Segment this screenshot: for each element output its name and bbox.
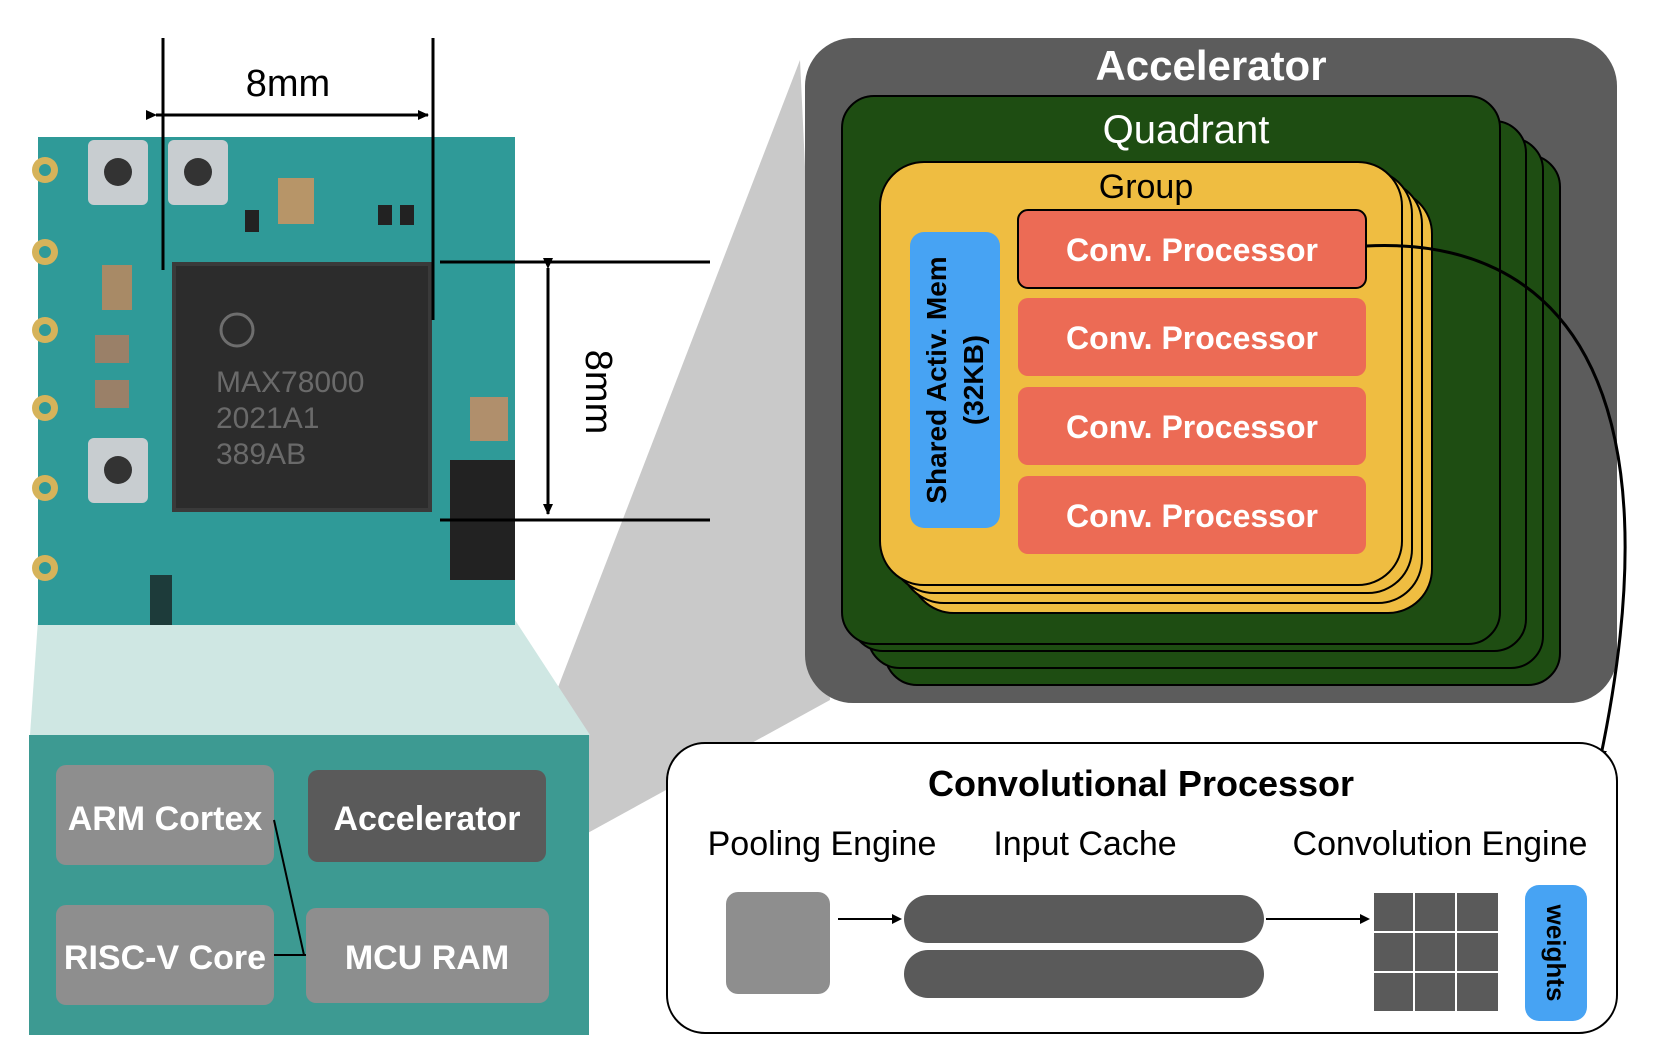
pooling-engine-block <box>726 892 830 994</box>
conv-processor-label-1: Conv. Processor <box>1066 232 1318 268</box>
conv-processor-label-4: Conv. Processor <box>1066 498 1318 534</box>
group-label: Group <box>1099 168 1194 206</box>
input-cache-row-1 <box>904 895 1264 943</box>
shared-mem-block <box>910 232 1000 528</box>
mcu-block: ARM Cortex Accelerator RISC-V Core MCU R… <box>29 735 589 1035</box>
input-cache-label: Input Cache <box>993 825 1176 863</box>
quadrant-label: Quadrant <box>1103 108 1270 152</box>
conv-processor-3 <box>1018 387 1366 465</box>
chip-marking-3: 389AB <box>216 438 306 471</box>
convolution-grid <box>1374 893 1498 1011</box>
zoom-wedge-chip <box>30 620 590 735</box>
weights-block <box>1525 885 1587 1021</box>
shared-mem-label: Shared Activ. Mem <box>921 256 952 503</box>
chip-marking-2: 2021A1 <box>216 402 319 435</box>
conv-processor-label-3: Conv. Processor <box>1066 409 1318 445</box>
zoom-wedge-accelerator <box>530 60 830 840</box>
accelerator-title: Accelerator <box>1095 42 1326 89</box>
width-dimension: 8mm <box>146 38 435 320</box>
pooling-engine-label: Pooling Engine <box>708 825 937 863</box>
mcu-accelerator-label: Accelerator <box>333 800 520 838</box>
detail-connector <box>1365 244 1627 761</box>
height-label: 8mm <box>577 350 619 434</box>
chip-photo: MAX78000 2021A1 389AB <box>32 137 515 625</box>
chip-marking-1: MAX78000 <box>216 366 364 399</box>
conv-processor-2 <box>1018 298 1366 376</box>
shared-mem-size: (32KB) <box>958 335 989 425</box>
weights-label: weights <box>1541 904 1571 1002</box>
arm-cortex-block <box>56 765 274 865</box>
convolution-engine-label: Convolution Engine <box>1293 825 1588 863</box>
input-cache-row-2 <box>904 950 1264 998</box>
riscv-label: RISC-V Core <box>64 939 266 977</box>
mcu-ram-block <box>306 908 549 1003</box>
conv-processor-1 <box>1017 209 1367 289</box>
conv-detail-title: Convolutional Processor <box>928 763 1354 804</box>
mcu-accelerator-block <box>308 770 546 862</box>
conv-processor-4 <box>1018 476 1366 554</box>
arm-cortex-label: ARM Cortex <box>68 800 263 838</box>
conv-processor-label-2: Conv. Processor <box>1066 320 1318 356</box>
riscv-block <box>56 905 274 1005</box>
conv-detail-panel: Convolutional Processor Pooling Engine I… <box>666 742 1618 1034</box>
mcu-ram-label: MCU RAM <box>345 939 509 977</box>
width-label: 8mm <box>246 63 330 105</box>
height-dimension: 8mm <box>440 258 710 522</box>
accelerator-panel: Accelerator Quadrant Group Shared Activ.… <box>805 38 1617 703</box>
